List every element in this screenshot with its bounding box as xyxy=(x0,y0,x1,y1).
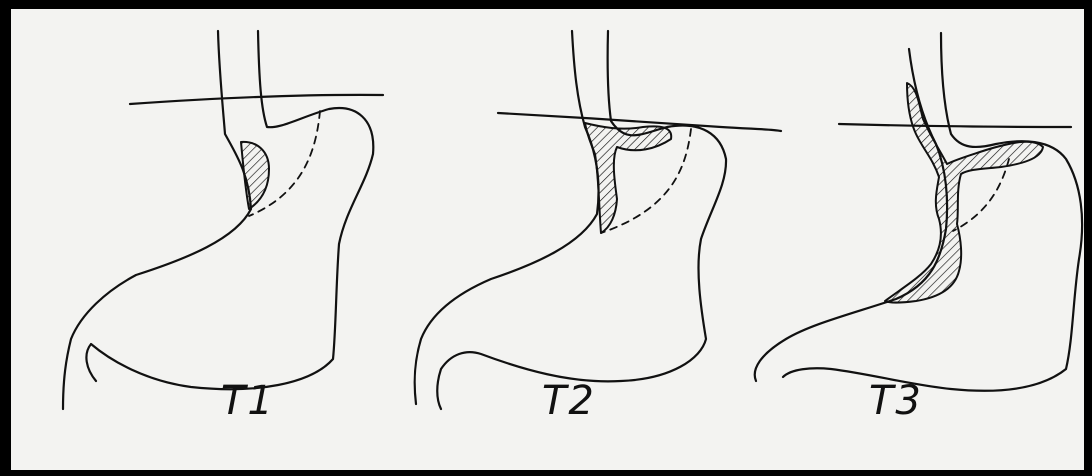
esophagus-right-wall xyxy=(86,31,373,389)
panel-label-t1: T1 xyxy=(221,381,275,421)
diaphragm-line xyxy=(130,95,383,104)
esophagus-right-wall xyxy=(437,31,726,409)
tumor-t2-upper xyxy=(585,123,671,233)
esophagus-right-wall xyxy=(783,33,1082,391)
panel-t3-stomach xyxy=(755,33,1082,391)
esophagus-left-wall xyxy=(63,31,251,409)
panel-label-t3: T3 xyxy=(869,381,923,421)
panel-label-t2: T2 xyxy=(542,381,596,421)
figure-canvas: T1 T2 T3 xyxy=(11,9,1084,470)
panel-t2-stomach xyxy=(415,31,781,409)
tumor-t3 xyxy=(885,83,1043,303)
diaphragm-line xyxy=(839,124,1071,127)
esophagus-left-wall xyxy=(415,31,599,404)
tumor-t1 xyxy=(241,142,269,209)
panel-t1-stomach xyxy=(63,31,383,409)
